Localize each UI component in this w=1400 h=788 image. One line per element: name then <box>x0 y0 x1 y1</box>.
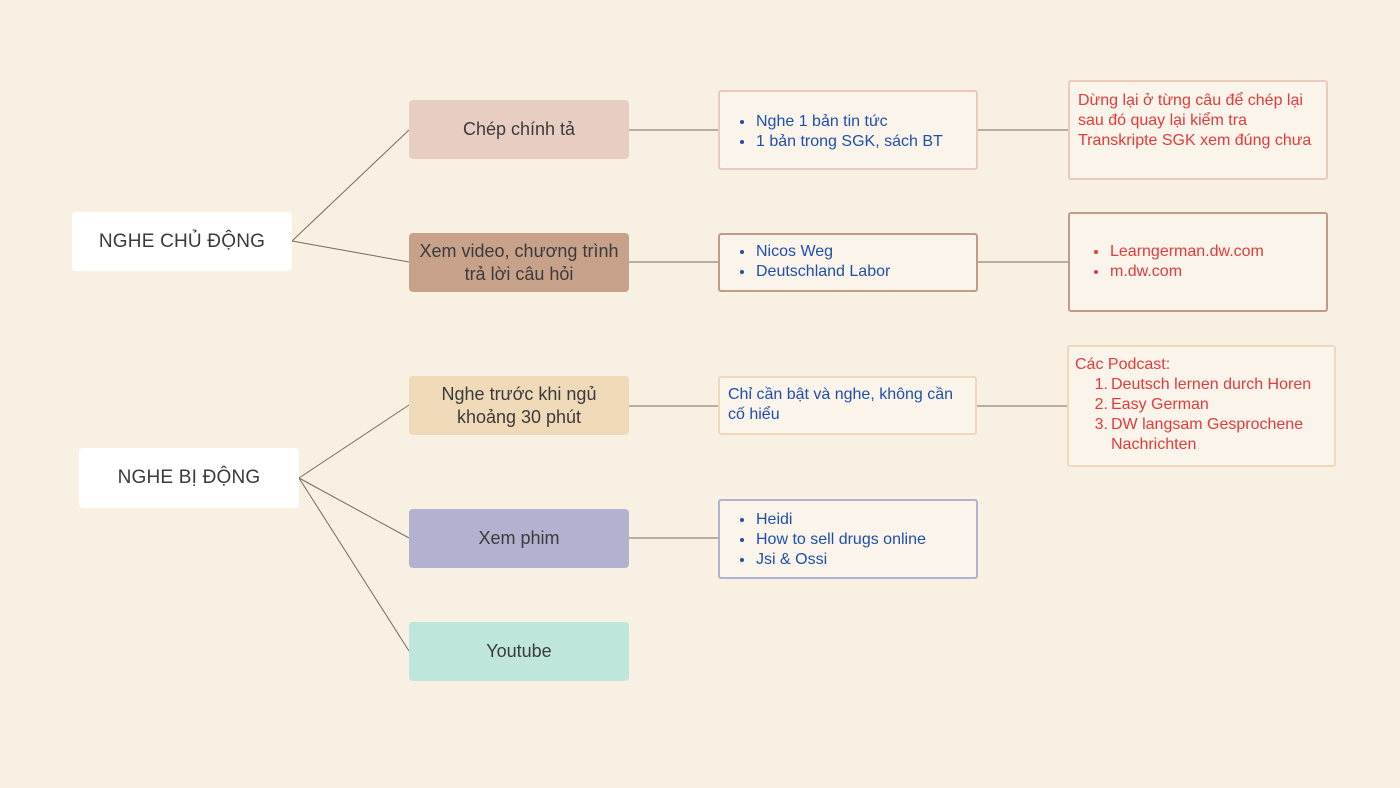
bullet-list: Heidi How to sell drugs online Jsi & Oss… <box>730 510 966 570</box>
bullet-list: Nghe 1 bản tin tức 1 bản trong SGK, sách… <box>730 112 966 152</box>
connector-passive-to-nghe-truoc <box>298 404 410 479</box>
list-number: 1. <box>1094 376 1108 393</box>
note-xem-phim-titles: Heidi How to sell drugs online Jsi & Oss… <box>718 499 978 579</box>
list-item: Deutschland Labor <box>730 262 966 282</box>
list-item: m.dw.com <box>1084 262 1316 282</box>
list-item: Heidi <box>730 510 966 530</box>
root-label: NGHE CHỦ ĐỘNG <box>98 230 266 252</box>
branch-label: Nghe trước khi ngủ khoảng 30 phút <box>441 383 597 427</box>
branch-label: Youtube <box>486 641 552 661</box>
connector-active-to-chep <box>291 129 410 242</box>
list-item: 2. Easy German <box>1075 395 1332 415</box>
podcast-list: 1. Deutsch lernen durch Horen 2. Easy Ge… <box>1075 375 1332 455</box>
connector-active-to-video <box>291 240 410 263</box>
root-nghe-bi-dong: NGHE BỊ ĐỘNG <box>79 448 299 508</box>
list-number: 2. <box>1094 396 1108 413</box>
branch-xem-video: Xem video, chương trình trả lời câu hỏi <box>409 233 629 292</box>
branch-label: Xem video, chương trình trả lời câu hỏi <box>419 240 619 284</box>
note-podcasts: Các Podcast: 1. Deutsch lernen durch Hor… <box>1067 345 1336 467</box>
note-text: Dừng lại ở từng câu để chép lại sau đó q… <box>1078 92 1312 149</box>
root-nghe-chu-dong: NGHE CHỦ ĐỘNG <box>72 212 292 271</box>
bullet-list: Learngerman.dw.com m.dw.com <box>1084 242 1316 282</box>
branch-xem-phim: Xem phim <box>409 509 629 568</box>
note-xem-video-shows: Nicos Weg Deutschland Labor <box>718 233 978 292</box>
list-item: Learngerman.dw.com <box>1084 242 1316 262</box>
list-item: How to sell drugs online <box>730 530 966 550</box>
note-chep-chinh-ta-sources: Nghe 1 bản tin tức 1 bản trong SGK, sách… <box>718 90 978 170</box>
podcast-heading: Các Podcast: <box>1075 356 1171 373</box>
bullet-list: Nicos Weg Deutschland Labor <box>730 242 966 282</box>
branch-youtube: Youtube <box>409 622 629 681</box>
list-item: 1. Deutsch lernen durch Horen <box>1075 375 1332 395</box>
list-text: DW langsam Gesprochene Nachrichten <box>1111 416 1304 453</box>
branch-chep-chinh-ta: Chép chính tả <box>409 100 629 159</box>
list-item: Nicos Weg <box>730 242 966 262</box>
branch-nghe-truoc-khi-ngu: Nghe trước khi ngủ khoảng 30 phút <box>409 376 629 435</box>
list-item: Jsi & Ossi <box>730 550 966 570</box>
list-text: Easy German <box>1111 396 1209 413</box>
list-number: 3. <box>1094 416 1108 433</box>
list-item: 1 bản trong SGK, sách BT <box>730 132 966 152</box>
note-chep-chinh-ta-tip: Dừng lại ở từng câu để chép lại sau đó q… <box>1068 80 1328 180</box>
root-label: NGHE BỊ ĐỘNG <box>117 467 261 488</box>
connector-passive-to-youtube <box>298 477 410 652</box>
list-text: Deutsch lernen durch Horen <box>1111 376 1312 393</box>
note-nghe-truoc-tip: Chỉ cần bật và nghe, không cần cố hiểu <box>718 376 977 435</box>
connector-passive-to-xem-phim <box>298 477 410 539</box>
note-xem-video-sites: Learngerman.dw.com m.dw.com <box>1068 212 1328 312</box>
branch-label: Xem phim <box>478 528 560 548</box>
branch-label: Chép chính tả <box>462 119 576 139</box>
note-text: Chỉ cần bật và nghe, không cần cố hiểu <box>728 386 954 423</box>
list-item: 3. DW langsam Gesprochene Nachrichten <box>1075 415 1332 455</box>
list-item: Nghe 1 bản tin tức <box>730 112 966 132</box>
